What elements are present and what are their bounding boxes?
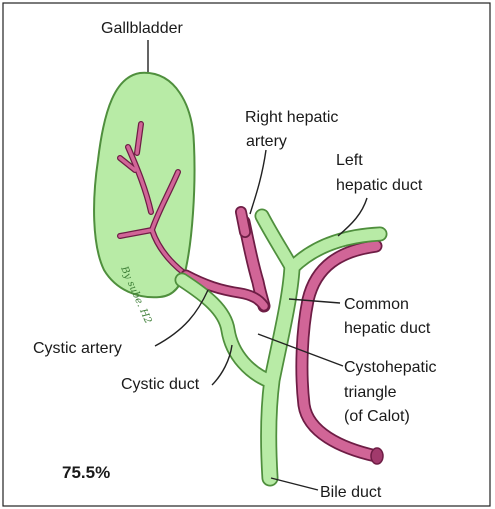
label-cystohepatic-triangle-line1: Cystohepatic	[344, 359, 437, 376]
label-common-hepatic-duct-line1: Common	[344, 296, 409, 313]
label-gallbladder: Gallbladder	[101, 20, 184, 37]
percentage-value: 75.5%	[62, 463, 110, 482]
label-left-hepatic-duct-line2: hepatic duct	[336, 177, 423, 194]
label-cystohepatic-triangle-line2: triangle	[344, 384, 397, 401]
label-right-hepatic-artery-line1: Right hepatic	[245, 109, 338, 126]
right-hepatic-artery-tip	[241, 212, 245, 232]
label-left-hepatic-duct-line1: Left	[336, 152, 363, 169]
label-cystic-artery: Cystic artery	[33, 340, 122, 357]
label-bile-duct: Bile duct	[320, 484, 382, 501]
label-right-hepatic-artery-line2: artery	[246, 133, 287, 150]
label-cystic-duct: Cystic duct	[121, 376, 200, 393]
label-cystohepatic-triangle-line3: (of Calot)	[344, 408, 410, 425]
label-common-hepatic-duct-line2: hepatic duct	[344, 320, 431, 337]
